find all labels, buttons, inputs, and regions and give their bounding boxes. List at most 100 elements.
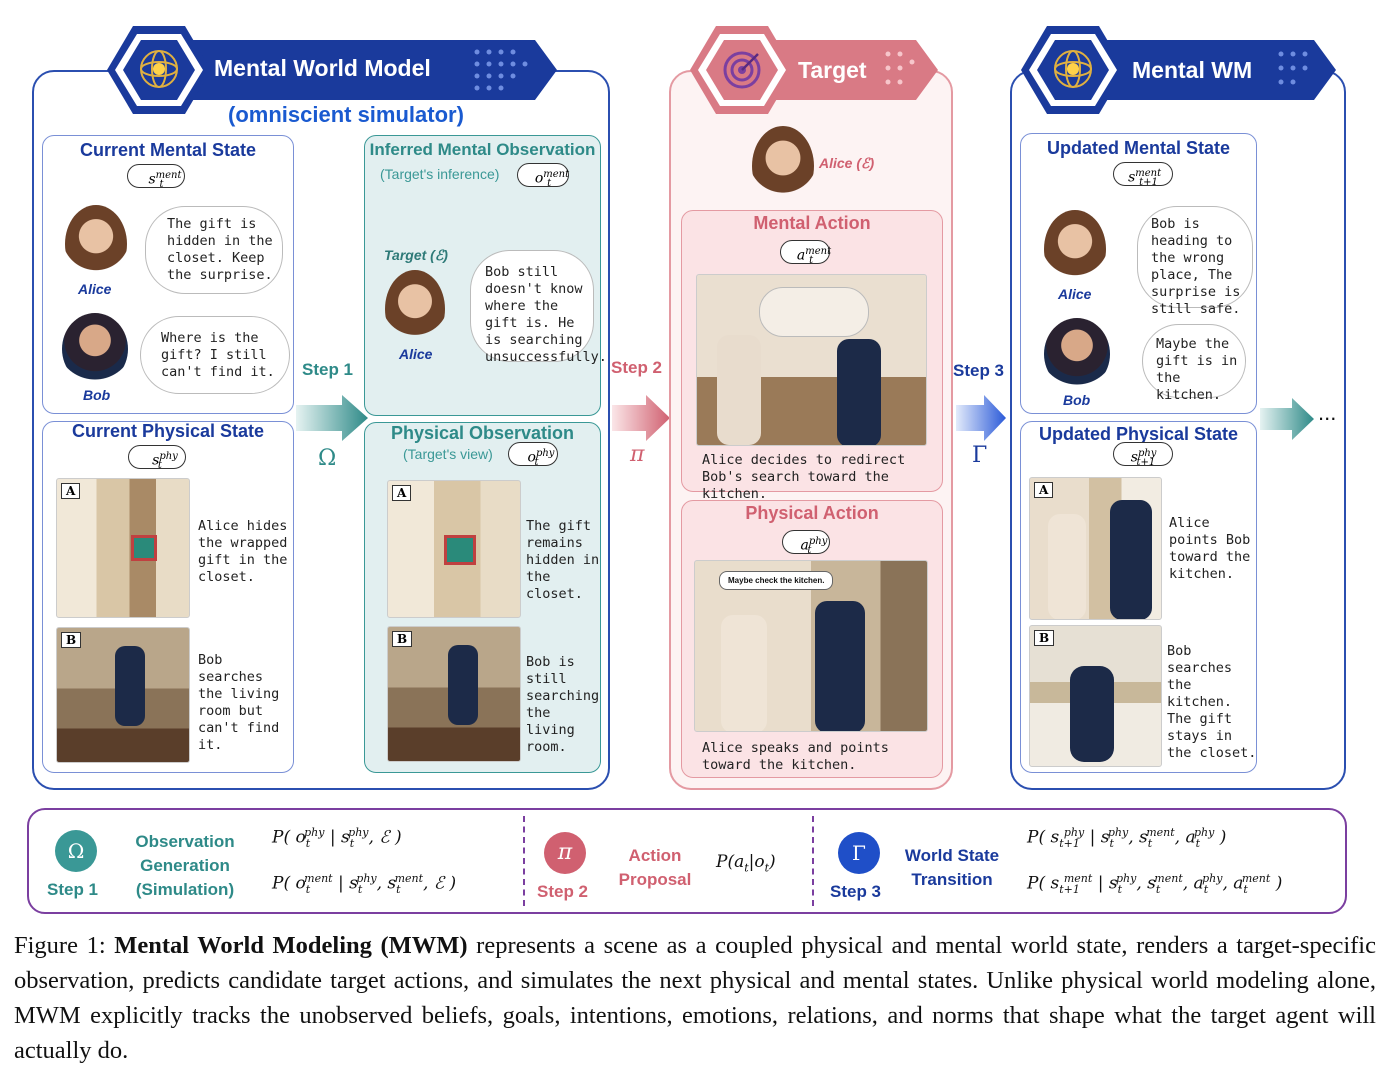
step1-label: Step 1 bbox=[302, 360, 354, 379]
photo-b-label: B bbox=[61, 632, 82, 648]
legend-step2-label: Step 2 bbox=[537, 882, 589, 901]
updated-mental-state-box bbox=[1020, 133, 1257, 414]
inferred-mental-observation-title: Inferred Mental Observation bbox=[369, 140, 596, 159]
step2-label: Step 2 bbox=[611, 358, 663, 377]
alice-updated-name: Alice bbox=[1058, 286, 1092, 302]
globe-icon bbox=[140, 50, 178, 88]
updated-photo-a-text: Alice points Bob toward the kitchen. bbox=[1169, 515, 1251, 582]
physical-obs-note: (Target's view) bbox=[403, 446, 493, 462]
physical-action-symbol: aphyt bbox=[782, 530, 830, 556]
bob-updated-name: Bob bbox=[1063, 392, 1091, 408]
alice-updated-avatar bbox=[1044, 210, 1106, 288]
legend-step1-label: Step 1 bbox=[47, 880, 99, 899]
alice-avatar bbox=[65, 205, 127, 283]
current-mental-state-box bbox=[42, 135, 294, 414]
current-mental-state-title: Current Mental State bbox=[79, 140, 257, 160]
mental-world-model-banner bbox=[107, 26, 557, 114]
alice-thought-cloud bbox=[145, 206, 283, 294]
updated-photo-b: B bbox=[1029, 625, 1162, 767]
physical-action-caption: Alice speaks and points toward the kitch… bbox=[702, 740, 889, 773]
legend-formula-1b: P( otment | stphy, stment, ℰ ) bbox=[272, 872, 457, 897]
step1-arrow bbox=[296, 395, 368, 441]
inferred-note: (Target's inference) bbox=[380, 166, 500, 182]
current-mental-symbol: smentt bbox=[127, 164, 185, 190]
updated-photo-b-label: B bbox=[1034, 630, 1055, 646]
legend-gamma-circle: Γ bbox=[838, 832, 880, 874]
closet-obs-photo-a: A bbox=[387, 480, 521, 618]
legend-divider-1 bbox=[523, 816, 525, 906]
figure-caption: Figure 1: Mental World Modeling (MWM) re… bbox=[14, 928, 1376, 1068]
omega-symbol: Ω bbox=[318, 446, 337, 471]
alice-thought: The gift is hidden in the closet. Keep t… bbox=[167, 216, 273, 283]
physical-action-photo: Maybe check the kitchen. bbox=[694, 560, 928, 732]
alice-target-name: Alice bbox=[399, 346, 433, 362]
step3-arrow bbox=[956, 395, 1006, 441]
bob-updated-cloud bbox=[1142, 324, 1246, 398]
ellipsis: ... bbox=[1318, 400, 1337, 425]
legend-s2-title: Action Proposal bbox=[618, 846, 692, 889]
bob-name: Bob bbox=[83, 387, 111, 403]
legend-divider-2 bbox=[812, 816, 814, 906]
legend-formula-2: P(at|ot) bbox=[716, 852, 776, 875]
speech-bubble: Maybe check the kitchen. bbox=[719, 571, 834, 590]
alice-updated-cloud bbox=[1137, 206, 1253, 308]
target-icon bbox=[723, 51, 761, 89]
mental-action-photo bbox=[696, 274, 927, 446]
current-physical-state-title: Current Physical State bbox=[71, 421, 265, 441]
legend-s3-title: World State Transition bbox=[904, 846, 1000, 889]
alice-name: Alice bbox=[78, 281, 112, 297]
pi-symbol: π bbox=[630, 442, 645, 467]
updated-mental-state-title: Updated Mental State bbox=[1046, 138, 1231, 158]
obs-photo-a-text: The gift remains hidden in the closet. bbox=[526, 518, 600, 602]
mental-action-caption: Alice decides to redirect Bob's search t… bbox=[702, 452, 906, 502]
gamma-symbol: Γ bbox=[972, 443, 988, 468]
mental-action-title: Mental Action bbox=[753, 213, 871, 233]
obs-photo-b-label: B bbox=[392, 631, 413, 647]
physical-obs-symbol: ophyt bbox=[508, 442, 558, 468]
alice-target-avatar bbox=[385, 270, 445, 348]
bob-avatar bbox=[62, 313, 128, 385]
updated-physical-symbol: sphyt+1 bbox=[1113, 442, 1173, 468]
current-physical-symbol: sphyt bbox=[128, 445, 186, 471]
living-room-obs-photo-b: B bbox=[387, 626, 521, 762]
step2-arrow bbox=[612, 395, 670, 441]
legend-pi-circle: π bbox=[544, 832, 586, 874]
legend-formula-1a: P( otphy | stphy, ℰ ) bbox=[272, 826, 402, 851]
updated-mental-symbol: smentt+1 bbox=[1113, 162, 1173, 188]
photo-a-text: Alice hides the wrapped gift in the clos… bbox=[198, 518, 288, 585]
alice-target-main-label: Alice (ℰ) bbox=[819, 155, 875, 171]
photo-b-text: Bob searches the living room but can't f… bbox=[198, 652, 280, 753]
obs-photo-a-label: A bbox=[392, 485, 412, 501]
target-title: Target bbox=[798, 57, 867, 83]
living-room-photo-b: B bbox=[56, 627, 190, 763]
legend-step3-label: Step 3 bbox=[830, 882, 882, 901]
legend-box bbox=[27, 808, 1347, 914]
legend-formula-3b: P( st+1ment | stphy, stment, atphy, atme… bbox=[1027, 872, 1283, 897]
inferred-mental-symbol: omentt bbox=[517, 163, 569, 189]
alice-target-main-avatar bbox=[752, 126, 814, 206]
updated-physical-state-box bbox=[1020, 421, 1257, 773]
step3-label: Step 3 bbox=[953, 361, 1005, 380]
legend-formula-3a: P( st+1phy | stphy, stment, atphy ) bbox=[1027, 826, 1227, 851]
caption-rest: represents a scene as a coupled physical… bbox=[14, 932, 1376, 1064]
physical-action-title: Physical Action bbox=[745, 503, 879, 523]
omniscient-subtitle: (omniscient simulator) bbox=[228, 102, 464, 127]
bob-updated-thought: Maybe the gift is in the kitchen. bbox=[1156, 336, 1238, 403]
photo-a-label: A bbox=[61, 483, 81, 499]
legend-omega-circle: Ω bbox=[55, 830, 97, 872]
target-label: Target (ℰ) bbox=[384, 247, 448, 263]
target-thought: Bob still doesn't know where the gift is… bbox=[485, 264, 607, 365]
updated-physical-state-title: Updated Physical State bbox=[1038, 424, 1239, 444]
obs-photo-b-text: Bob is still searching the living room. bbox=[526, 654, 600, 755]
continue-arrow bbox=[1260, 398, 1314, 440]
mental-action-symbol: amentt bbox=[780, 240, 831, 266]
bob-updated-avatar bbox=[1044, 318, 1110, 390]
globe-icon-right bbox=[1054, 50, 1092, 88]
updated-photo-a-label: A bbox=[1034, 482, 1054, 498]
bob-thought: Where is the gift? I still can't find it… bbox=[161, 330, 275, 380]
legend-s1-title: Observation Generation (Simulation) bbox=[135, 832, 235, 899]
closet-photo-a: A bbox=[56, 478, 190, 618]
caption-prefix: Figure 1: bbox=[14, 932, 115, 959]
mental-world-model-title: Mental World Model bbox=[214, 55, 431, 81]
mental-wm-title: Mental WM bbox=[1132, 57, 1253, 83]
